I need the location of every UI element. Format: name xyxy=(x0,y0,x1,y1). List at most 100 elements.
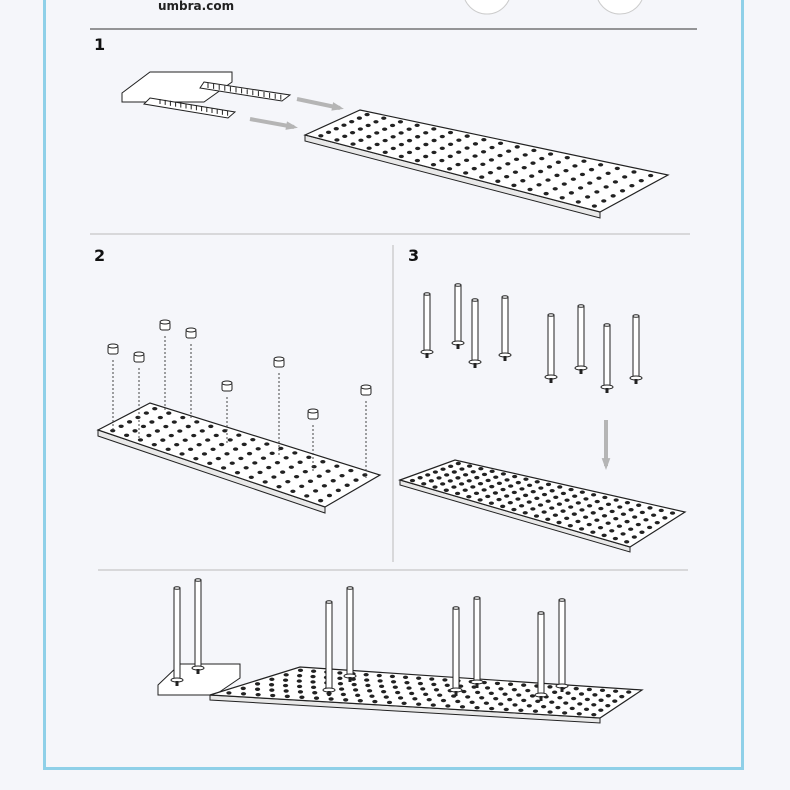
board-hole xyxy=(466,479,472,483)
board-hole xyxy=(553,495,559,500)
board-hole xyxy=(516,693,522,697)
assembled-peg-3 xyxy=(325,601,333,691)
board-hole xyxy=(624,540,630,544)
board-hole xyxy=(591,703,597,707)
board-hole xyxy=(613,498,619,502)
board-hole xyxy=(374,142,380,147)
board-hole xyxy=(563,701,569,705)
board-hole xyxy=(556,520,562,525)
board-hole xyxy=(426,698,432,702)
board-hole xyxy=(163,424,169,429)
board-hole xyxy=(382,150,388,155)
board-hole xyxy=(266,465,272,470)
board-hole xyxy=(432,485,438,489)
board-hole xyxy=(489,145,495,150)
board-hole xyxy=(451,485,457,489)
board-hole xyxy=(601,199,607,203)
cap-top xyxy=(221,380,233,386)
board-hole xyxy=(598,698,604,702)
board-hole xyxy=(496,166,502,170)
assembled-peg-8-foot xyxy=(560,687,564,692)
board-hole xyxy=(536,183,542,187)
board-hole xyxy=(430,163,437,167)
board-hole xyxy=(513,157,520,162)
peg-1-foot xyxy=(425,353,429,358)
board-hole xyxy=(529,174,535,178)
board-hole xyxy=(658,508,664,513)
board-hole xyxy=(530,507,536,511)
board-hole xyxy=(389,123,396,128)
board-hole xyxy=(219,442,225,447)
board-hole xyxy=(612,536,619,541)
board-hole xyxy=(126,420,133,424)
board-hole xyxy=(269,677,275,682)
board-hole xyxy=(348,468,354,473)
board-hole xyxy=(351,682,357,687)
board-hole xyxy=(423,142,429,147)
board-hole xyxy=(456,150,462,154)
board-hole xyxy=(537,503,544,507)
board-hole xyxy=(477,482,484,486)
board-hole xyxy=(507,501,513,505)
board-hole xyxy=(518,708,524,713)
board-hole xyxy=(654,520,660,525)
board-hole xyxy=(439,158,445,163)
board-hole xyxy=(357,127,363,131)
board-hole xyxy=(620,512,627,516)
assembled-peg-7-top xyxy=(537,611,545,615)
board-hole xyxy=(402,675,409,679)
board-hole xyxy=(174,443,180,447)
board-hole xyxy=(390,680,397,684)
board-hole xyxy=(526,483,533,488)
board-hole xyxy=(474,475,480,480)
board-hole xyxy=(398,131,404,135)
board-hole xyxy=(252,461,258,465)
board-hole xyxy=(522,511,528,515)
peg-5 xyxy=(547,314,555,378)
board-hole xyxy=(282,678,289,682)
icon-circle-2 xyxy=(597,0,643,15)
board-hole xyxy=(276,484,282,489)
board-hole xyxy=(628,527,634,531)
board-hole xyxy=(628,508,634,512)
board-hole xyxy=(541,510,547,514)
peg-5-foot xyxy=(549,378,553,383)
board-hole xyxy=(409,691,415,696)
board-hole xyxy=(451,470,457,474)
board-hole xyxy=(488,691,494,695)
board-hole xyxy=(447,142,454,146)
board-hole xyxy=(639,510,645,515)
board-hole xyxy=(274,460,281,465)
board-hole xyxy=(191,433,197,438)
board-hole xyxy=(591,712,597,717)
cap-top xyxy=(133,351,145,357)
board-hole xyxy=(269,451,275,456)
board-hole xyxy=(504,494,510,498)
board-hole xyxy=(433,688,440,692)
board-hole xyxy=(264,442,270,446)
board-hole xyxy=(507,682,514,686)
board-hole xyxy=(415,135,421,139)
board-hole xyxy=(398,142,405,147)
peg-1-top xyxy=(423,292,431,296)
board-hole xyxy=(584,697,590,702)
board-hole xyxy=(431,150,437,155)
cap-top xyxy=(307,408,319,414)
peg-4-foot xyxy=(503,356,507,361)
board-hole xyxy=(466,464,473,468)
board-hole xyxy=(485,478,491,483)
board-hole xyxy=(495,179,501,183)
board-hole xyxy=(353,688,359,692)
board-hole xyxy=(389,674,395,679)
assembled-peg-4-top xyxy=(346,586,354,590)
board-hole xyxy=(587,181,593,185)
board-hole xyxy=(547,685,553,689)
icon-circle-1 xyxy=(464,0,510,15)
board-hole xyxy=(613,689,619,693)
board-hole xyxy=(326,493,333,498)
board-hole xyxy=(459,467,465,471)
peg-3 xyxy=(471,299,479,363)
board-hole xyxy=(605,521,611,525)
peg-5-top xyxy=(547,313,555,317)
board-hole xyxy=(662,516,668,520)
